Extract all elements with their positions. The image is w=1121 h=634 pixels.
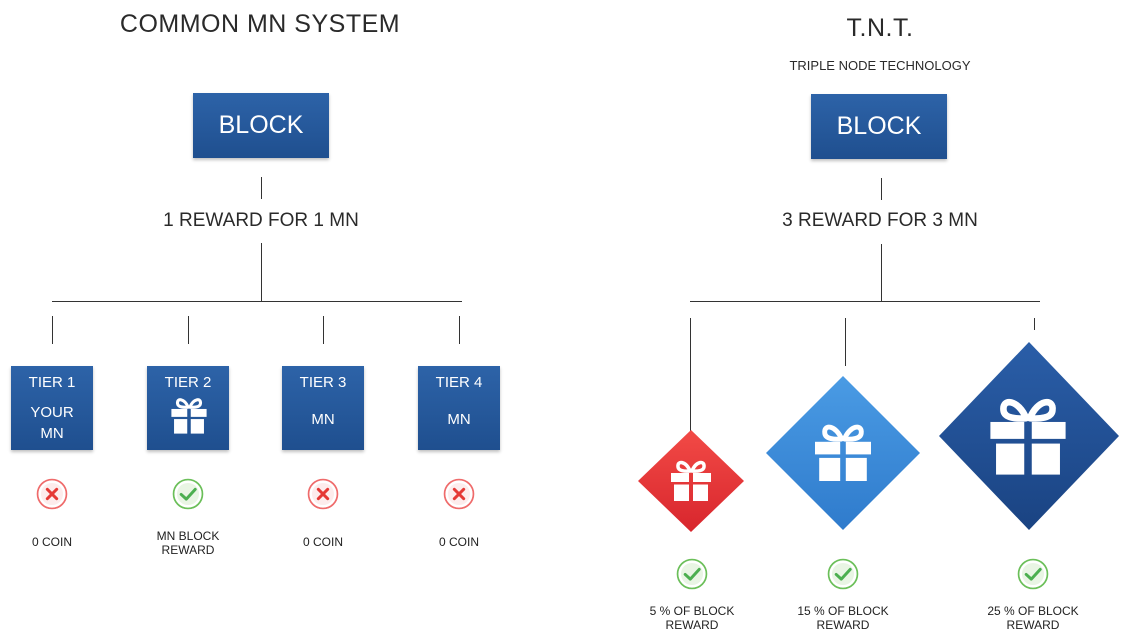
tier-sub-label: MN [282,409,364,430]
tier-sub-line: MN [311,411,335,428]
tier-sub-line: MN [447,411,471,428]
connector-line [881,178,882,200]
tier-4-box: TIER 4 MN [418,366,500,450]
light-blue-reward-diamond [766,376,920,530]
connector-line [323,316,324,344]
tier-caption: 0 COIN [2,535,102,549]
tier-sub-line: YOUR [30,404,74,421]
caption-line: 0 COIN [31,535,72,549]
check-icon [826,557,860,591]
cross-icon [442,477,476,511]
tier-caption: 0 COIN [273,535,373,549]
tier-label: TIER 3 [299,374,347,391]
caption-line: REWARD [1006,618,1060,632]
common-block-label: BLOCK [218,111,304,139]
tnt-block-box: BLOCK [811,94,947,159]
caption-line: 5 % OF BLOCK [649,604,735,618]
tier-sub-label: MN [418,409,500,430]
caption-line: 25 % OF BLOCK [987,604,1079,618]
connector-line [459,316,460,344]
check-icon [171,477,205,511]
caption-line: 0 COIN [438,535,479,549]
connector-line [845,318,846,366]
gift-icon [167,394,211,438]
cross-icon [306,477,340,511]
caption-line: REWARD [665,618,719,632]
tier-2-box: TIER 2 [147,366,229,450]
check-icon [1016,557,1050,591]
check-icon [675,557,709,591]
connector-line [52,316,53,344]
common-system-title: COMMON MN SYSTEM [119,10,401,38]
connector-line [690,318,691,438]
connector-line [52,301,462,302]
connector-line [188,316,189,344]
tier-label: TIER 1 [28,374,76,391]
tnt-caption: 5 % OF BLOCK REWARD [642,604,742,632]
red-reward-diamond [638,430,744,532]
tier-sub-label: YOUR MN [11,402,93,444]
tnt-reward-text: 3 REWARD FOR 3 MN [782,210,978,231]
cross-icon [35,477,69,511]
tnt-caption: 15 % OF BLOCK REWARD [793,604,893,632]
connector-line [261,177,262,199]
tnt-subtitle: TRIPLE NODE TECHNOLOGY [789,58,971,73]
caption-line: REWARD [161,543,215,557]
tier-1-box: TIER 1 YOUR MN [11,366,93,450]
connector-line [881,244,882,301]
tnt-block-label: BLOCK [836,112,922,140]
tnt-caption: 25 % OF BLOCK REWARD [983,604,1083,632]
dark-blue-reward-diamond [939,342,1119,530]
tier-sub-line: MN [40,425,64,442]
tier-caption: MN BLOCK REWARD [138,529,238,557]
tier-3-box: TIER 3 MN [282,366,364,450]
tier-label: TIER 4 [435,374,483,391]
tnt-title: T.N.T. [846,14,914,42]
common-block-box: BLOCK [193,93,329,158]
tier-label: TIER 2 [164,374,212,391]
caption-line: MN BLOCK [156,529,220,543]
caption-line: 15 % OF BLOCK [797,604,889,618]
tier-caption: 0 COIN [409,535,509,549]
common-reward-text: 1 REWARD FOR 1 MN [163,210,359,231]
connector-line [1034,318,1035,330]
connector-line [690,301,1040,302]
connector-line [261,243,262,301]
caption-line: REWARD [816,618,870,632]
caption-line: 0 COIN [302,535,343,549]
